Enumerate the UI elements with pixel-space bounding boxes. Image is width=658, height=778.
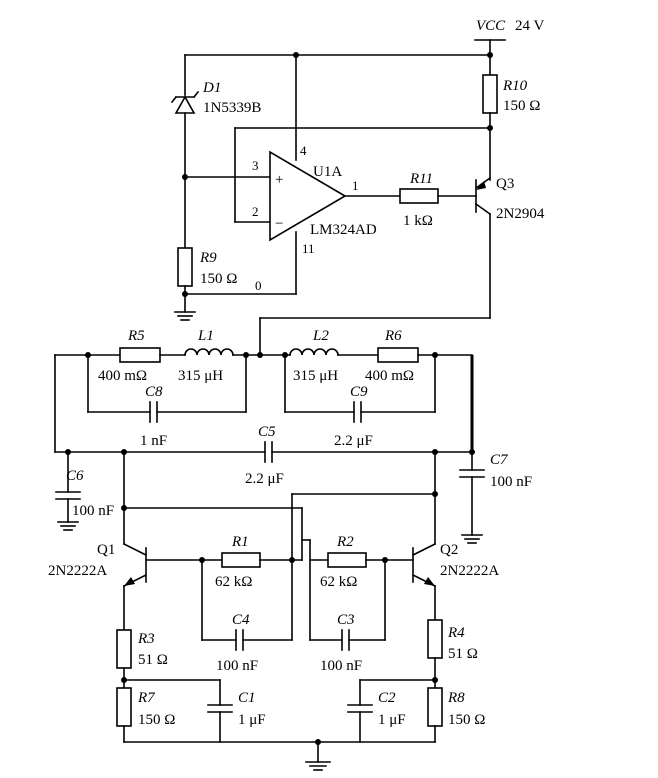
c2-value: 1 μF [378,712,406,728]
q1-ref: Q1 [97,542,115,558]
resistor-r9 [177,247,193,287]
opamp-name: U1A [313,164,342,180]
opamp-pin4: 4 [300,143,307,158]
transistor-q3 [474,176,492,319]
l1-ref: L1 [197,328,214,344]
ground-c7 [461,534,483,544]
opamp-minus: − [275,216,283,232]
r11-value: 1 kΩ [403,213,433,229]
c1-value: 1 μF [238,712,266,728]
c5-value: 2.2 μF [245,471,284,487]
vcc-label: VCC [476,18,506,34]
opamp-pin3: 3 [252,158,259,173]
l2-value: 315 μH [293,368,338,384]
transistor-q1 [122,542,148,631]
c3-value: 100 nF [320,658,362,674]
r1-ref: R1 [231,534,249,550]
r4-value: 51 Ω [448,646,478,662]
r5-value: 400 mΩ [98,368,147,384]
r1-value: 62 kΩ [215,574,252,590]
c2-ref: C2 [378,690,396,706]
ground-bottom [305,761,331,771]
r2-value: 62 kΩ [320,574,357,590]
r11-ref: R11 [409,171,433,187]
opamp-plus: + [275,172,283,188]
resistor-r8 [427,687,443,727]
d1-value: 1N5339B [203,100,261,116]
inductor-l2 [289,348,339,356]
r10-value: 150 Ω [503,98,540,114]
l1-value: 315 μH [178,368,223,384]
resistor-r1 [221,552,261,568]
ground-top [174,311,196,321]
c8-ref: C8 [145,384,163,400]
opamp-u1a [269,150,347,242]
r7-ref: R7 [137,690,156,706]
vcc-value: 24 V [515,18,544,34]
c9-value: 2.2 μF [334,433,373,449]
c1-ref: C1 [238,690,256,706]
transistor-q2 [411,542,437,621]
c6-ref: C6 [66,468,84,484]
c4-value: 100 nF [216,658,258,674]
r6-value: 400 mΩ [365,368,414,384]
q1-value: 2N2222A [48,563,107,579]
r3-value: 51 Ω [138,652,168,668]
resistor-r10 [482,74,498,114]
inductor-l1 [184,348,234,356]
d1-ref: D1 [202,80,221,96]
c7-ref: C7 [490,452,509,468]
opamp-pin11: 11 [302,241,315,256]
q3-ref: Q3 [496,176,514,192]
q2-ref: Q2 [440,542,458,558]
c8-value: 1 nF [140,433,167,449]
resistor-r4 [427,619,443,659]
resistor-r5 [119,347,161,363]
c7-value: 100 nF [490,474,532,490]
r3-ref: R3 [137,631,155,647]
r8-value: 150 Ω [448,712,485,728]
r6-ref: R6 [384,328,402,344]
resistor-r11 [399,188,439,204]
c5-ref: C5 [258,424,276,440]
c9-ref: C9 [350,384,368,400]
opamp-model: LM324AD [310,222,377,238]
resistor-r6 [377,347,419,363]
q2-value: 2N2222A [440,563,499,579]
r9-ref: R9 [199,250,217,266]
c6-value: 100 nF [72,503,114,519]
zener-d1 [174,95,196,114]
l2-ref: L2 [312,328,329,344]
r8-ref: R8 [447,690,465,706]
q3-value: 2N2904 [496,206,545,222]
opamp-pin1: 1 [352,178,359,193]
ground-c6 [57,521,79,531]
opamp-pin2: 2 [252,204,259,219]
r5-ref: R5 [127,328,145,344]
resistor-r2 [327,552,367,568]
c3-ref: C3 [337,612,355,628]
resistor-r7 [116,687,132,727]
c4-ref: C4 [232,612,250,628]
r7-value: 150 Ω [138,712,175,728]
r10-ref: R10 [502,78,528,94]
r4-ref: R4 [447,625,465,641]
resistor-r3 [116,629,132,669]
opamp-pin0: 0 [255,278,262,293]
r2-ref: R2 [336,534,354,550]
r9-value: 150 Ω [200,271,237,287]
